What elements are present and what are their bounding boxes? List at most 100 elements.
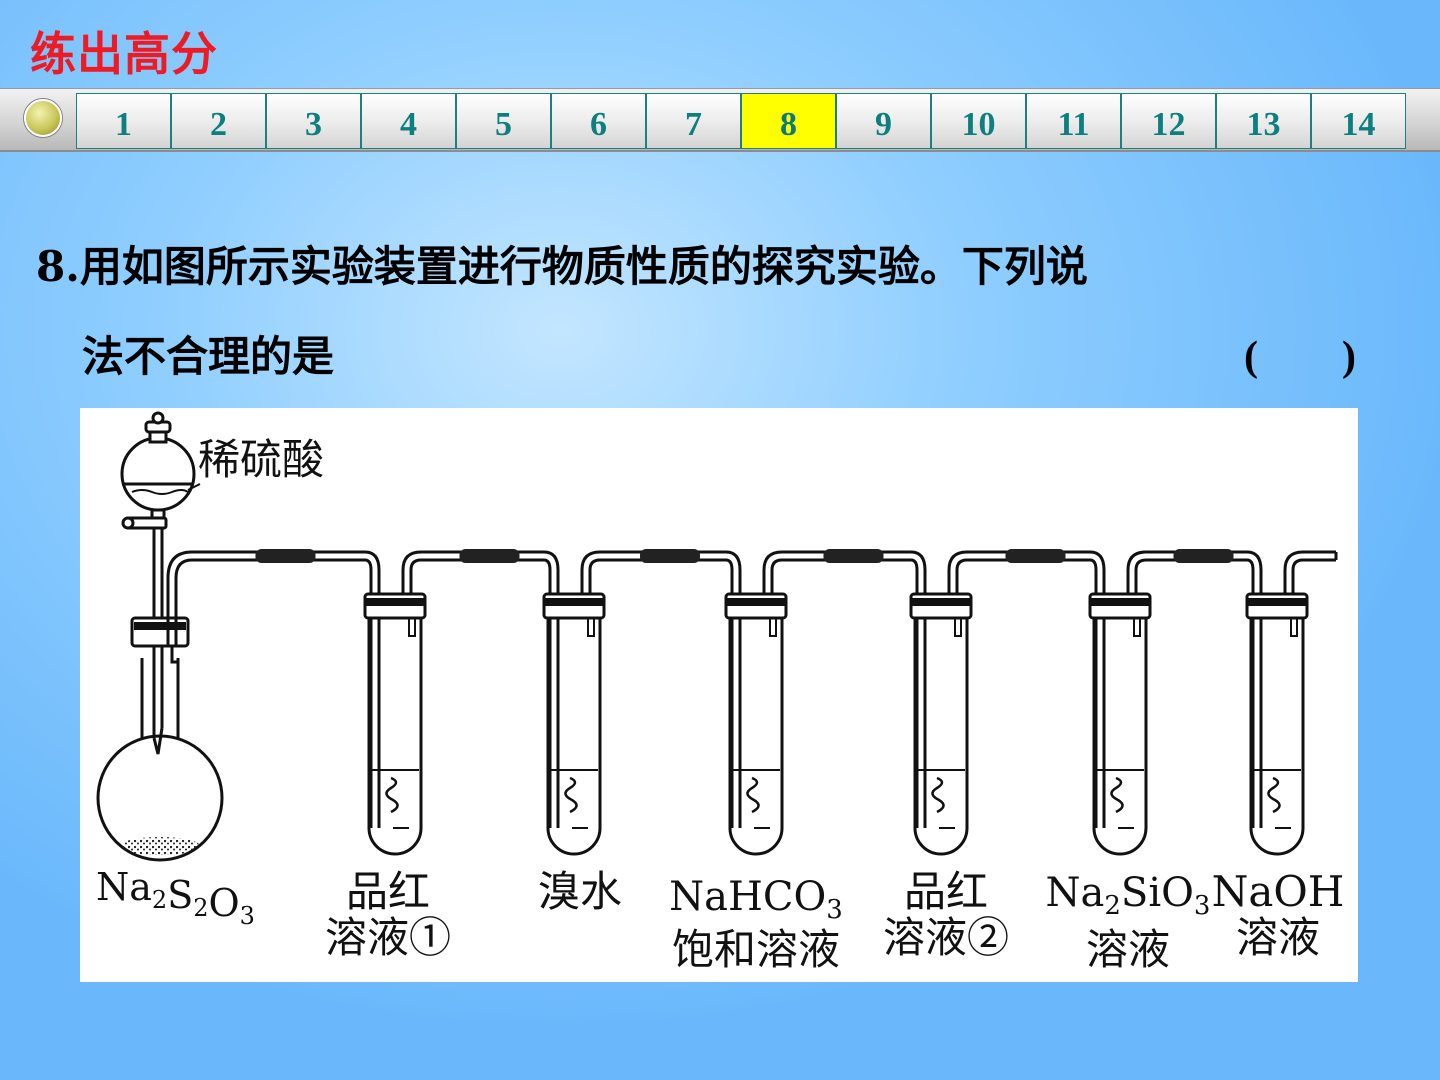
tube-label-3-line1: NaHCO3 (669, 874, 843, 925)
rubber-joint-2 (459, 549, 520, 563)
test-tube-2 (546, 618, 602, 856)
tube-stopper-band-5 (1090, 598, 1150, 606)
outlet-tube-outer-3 (762, 550, 783, 608)
test-tube-5 (1092, 618, 1148, 856)
inlet-tube-outer-3 (725, 550, 742, 828)
rubber-joint-1 (255, 549, 316, 563)
home-button[interactable] (24, 99, 62, 137)
question-line-2: 法不合理的是 ( ) (36, 312, 1396, 402)
flask-outlet-inner (174, 558, 193, 646)
liquid-wave-4 (931, 776, 945, 814)
outlet-tube-outer-2 (580, 550, 601, 608)
tube-label-1-line2: 溶液① (325, 913, 451, 962)
page-title: 练出高分 (30, 27, 218, 81)
nav-slide-14[interactable]: 14 (1311, 93, 1406, 149)
tube-stopper-band-3 (726, 598, 786, 606)
tube-label-4-line1: 品红 (904, 867, 988, 916)
outlet-tube-outer-1 (401, 550, 422, 608)
flask-solid-reagent (120, 837, 200, 855)
test-tube-1 (367, 618, 423, 856)
rubber-joint-4 (823, 549, 884, 563)
tube-label-5-line1: Na2SiO3 (1046, 870, 1211, 921)
nav-slide-11[interactable]: 11 (1026, 93, 1121, 149)
inlet-tube-inner-6 (1246, 558, 1255, 828)
inlet-tube-inner-4 (910, 558, 919, 828)
inlet-tube-outer-6 (1246, 550, 1263, 828)
funnel-label-leader (187, 483, 201, 491)
tube-tab-4 (954, 618, 962, 637)
rubber-joint-5 (1005, 549, 1066, 563)
inlet-tube-inner-5 (1089, 558, 1098, 828)
nav-slide-3[interactable]: 3 (266, 93, 361, 149)
answer-blank: ( ) (1244, 334, 1356, 380)
test-tube-3 (728, 618, 784, 856)
funnel-label: 稀硫酸 (198, 435, 324, 484)
tube-stopper-band-4 (911, 598, 971, 606)
tube-label-2-line1: 溴水 (538, 867, 622, 916)
liquid-wave-1 (385, 776, 399, 814)
liquid-wave-6 (1267, 776, 1281, 814)
nav-slide-10[interactable]: 10 (931, 93, 1026, 149)
inlet-tube-outer-4 (910, 550, 927, 828)
nav-slide-1[interactable]: 1 (76, 93, 171, 149)
rubber-joint-3 (640, 549, 700, 563)
nav-slide-6[interactable]: 6 (551, 93, 646, 149)
nav-slide-12[interactable]: 12 (1121, 93, 1216, 149)
flask-bulb (96, 734, 224, 862)
flask-tab (170, 646, 178, 664)
nav-slide-4[interactable]: 4 (361, 93, 456, 149)
flask-label: Na2S2O3 (96, 865, 255, 930)
inlet-tube-inner-2 (543, 558, 552, 828)
nav-slide-7[interactable]: 7 (646, 93, 741, 149)
inlet-tube-outer-2 (543, 550, 560, 828)
funnel-bulb (120, 436, 196, 512)
tube-label-5-line2: 溶液 (1086, 925, 1170, 974)
outlet-tube-outer-6 (1283, 550, 1304, 608)
tube-label-6-line1: NaOH (1212, 867, 1345, 916)
nav-slide-5[interactable]: 5 (456, 93, 551, 149)
liquid-wave-2 (564, 776, 578, 814)
tube-label-1-line1: 品红 (346, 867, 430, 916)
flask-stopper-band (134, 622, 186, 630)
funnel-stopper-knob (151, 411, 165, 425)
funnel-liquid-wave (131, 489, 189, 495)
tube-tab-2 (587, 618, 595, 637)
tube-tab-3 (769, 618, 777, 637)
liquid-wave-5 (1110, 776, 1124, 814)
tube-label-3-line2: 饱和溶液 (672, 925, 840, 974)
tube-stopper-band-6 (1247, 598, 1307, 606)
tube-tab-5 (1133, 618, 1141, 637)
tube-stopper-band-2 (544, 598, 604, 606)
flask-outlet-outer (166, 550, 193, 646)
tube-stopper-band-1 (365, 598, 425, 606)
nav-slide-2[interactable]: 2 (171, 93, 266, 149)
question-text: 8.用如图所示实验装置进行物质性质的探究实验。下列说 法不合理的是 ( ) (36, 222, 1396, 402)
test-tube-4 (913, 618, 969, 856)
inlet-tube-outer-1 (364, 550, 381, 828)
rubber-joint-6 (1173, 549, 1234, 563)
nav-slide-13[interactable]: 13 (1216, 93, 1311, 149)
test-tube-6 (1249, 618, 1305, 856)
tube-label-6-line2: 溶液 (1236, 913, 1320, 962)
inlet-tube-inner-3 (725, 558, 734, 828)
question-line-2-text: 法不合理的是 (82, 332, 335, 381)
nav-slide-9[interactable]: 9 (836, 93, 931, 149)
liquid-wave-3 (746, 776, 760, 814)
nav-slide-8[interactable]: 8 (741, 93, 836, 149)
outlet-tube-inner-2 (588, 558, 601, 608)
outlet-tube-inner-5 (1134, 558, 1147, 608)
outlet-tube-outer-4 (947, 550, 968, 608)
tube-label-4-line2: 溶液② (883, 913, 1009, 962)
inlet-tube-inner-1 (364, 558, 373, 828)
tube-tab-6 (1290, 618, 1298, 637)
outlet-tube-inner-4 (955, 558, 968, 608)
outlet-tube-inner-6 (1291, 558, 1304, 608)
tube-tab-1 (408, 618, 416, 637)
outlet-tube-inner-1 (409, 558, 422, 608)
outlet-tube-outer-5 (1126, 550, 1147, 608)
inlet-tube-outer-5 (1089, 550, 1106, 828)
